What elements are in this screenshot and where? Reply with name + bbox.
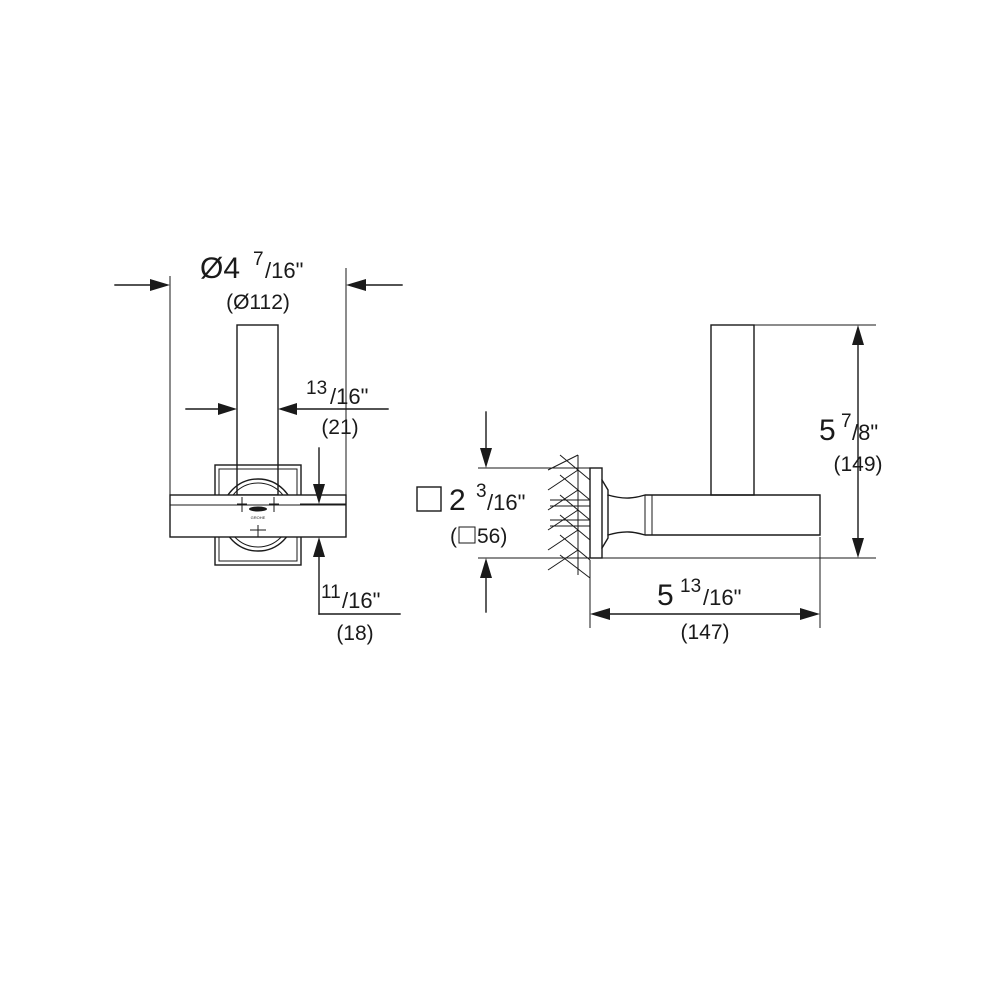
diameter-arrow-right xyxy=(346,279,366,291)
length-label: 5 13 /16" (147) xyxy=(657,576,741,644)
wall-hatch xyxy=(547,454,591,579)
flange-arrow-bottom xyxy=(480,558,492,578)
length-arrow-left xyxy=(590,608,610,620)
post-width-denominator: /16" xyxy=(330,384,368,409)
logo-mark-icon xyxy=(249,506,267,512)
flange-square-label: 2 3 /16" ( 56) xyxy=(416,481,525,548)
length-whole: 5 xyxy=(657,579,674,612)
side-post xyxy=(710,324,755,496)
height-arrow-top xyxy=(852,325,864,345)
badge-text: GROHE xyxy=(251,515,266,520)
post-width-label: 13 /16" (21) xyxy=(306,378,368,439)
square-symbol-small-icon xyxy=(458,526,476,544)
side-view xyxy=(478,324,876,628)
length-denominator: /16" xyxy=(703,585,741,610)
height-arrow-bottom xyxy=(852,538,864,558)
side-flange-taper xyxy=(601,479,609,549)
height-label: 5 7 /8" (149) xyxy=(819,411,883,476)
flange-numerator: 3 xyxy=(476,481,487,502)
length-numerator: 13 xyxy=(680,576,701,597)
flange-denominator: /16" xyxy=(487,490,525,515)
base-depth-arrow-bottom xyxy=(313,537,325,557)
post-width-arrow-left xyxy=(218,403,237,415)
base-depth-arrow-top xyxy=(313,484,325,504)
post-width-metric: (21) xyxy=(321,416,358,439)
diameter-metric: (Ø112) xyxy=(226,291,290,314)
flange-metric-open: ( xyxy=(450,525,457,548)
square-symbol-icon xyxy=(416,486,442,512)
base-depth-label: 11 /16" (18) xyxy=(321,582,380,645)
height-numerator: 7 xyxy=(841,411,852,432)
diameter-prefix: Ø4 xyxy=(200,252,240,285)
diameter-denominator: /16" xyxy=(265,258,303,283)
diameter-arrow-left xyxy=(150,279,170,291)
diameter-label: Ø4 7 /16" (Ø112) xyxy=(200,249,303,314)
base-depth-denominator: /16" xyxy=(342,588,380,613)
side-flange xyxy=(589,467,603,559)
flange-whole: 2 xyxy=(449,484,466,517)
flange-arrow-top xyxy=(480,448,492,468)
front-view: GROHE xyxy=(114,268,403,615)
height-whole: 5 xyxy=(819,414,836,447)
base-depth-numerator: 11 xyxy=(321,582,341,603)
length-metric: (147) xyxy=(680,621,729,644)
post-width-numerator: 13 xyxy=(306,378,327,399)
height-metric: (149) xyxy=(833,453,882,476)
diameter-numerator: 7 xyxy=(253,249,264,270)
post-width-arrow-right xyxy=(278,403,297,415)
flange-metric-value: 56) xyxy=(477,525,507,548)
base-depth-metric: (18) xyxy=(336,622,373,645)
side-arm xyxy=(607,494,821,536)
length-arrow-right xyxy=(800,608,820,620)
height-denominator: /8" xyxy=(852,420,878,445)
